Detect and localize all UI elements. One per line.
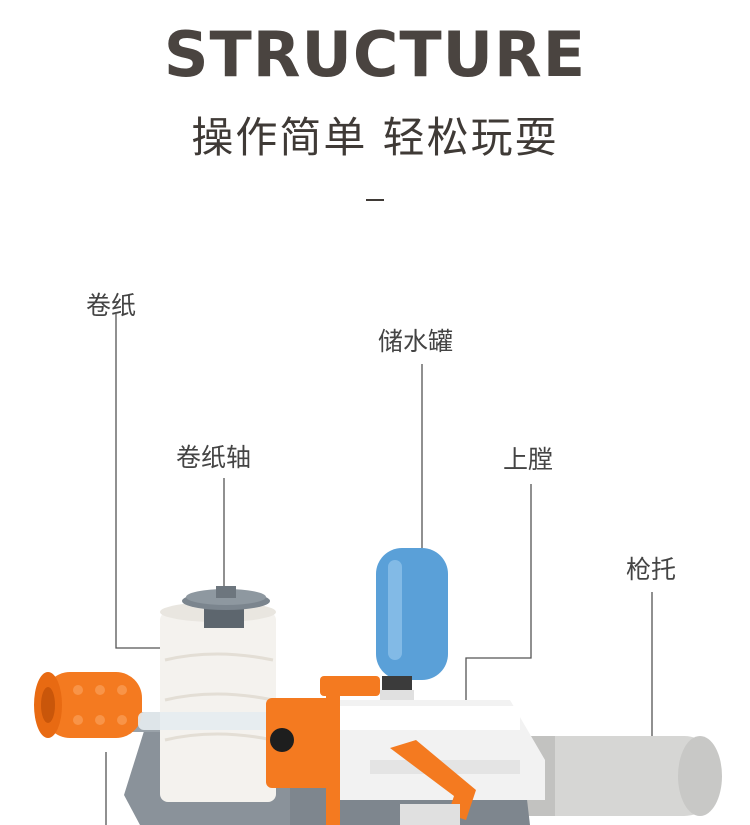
barrel-part [138,712,273,730]
orange-front-block [266,676,380,825]
upper-chamber-part [390,740,476,825]
gun-body [320,700,545,800]
label-paper-axis: 卷纸轴 [176,443,252,472]
page-title: STRUCTURE [163,18,587,91]
label-roll-paper: 卷纸 [86,291,137,320]
page-subtitle: 操作简单 轻松玩耍 [191,113,559,162]
muzzle-part [34,672,142,738]
paper-axis-part [182,586,270,628]
divider-dash [366,199,384,201]
label-water-tank: 储水罐 [378,327,454,356]
stock-part [515,736,722,816]
roll-paper-part [160,602,276,802]
water-tank-part [376,548,448,702]
label-upper-chamber: 上膛 [503,445,554,474]
label-stock: 枪托 [626,555,677,584]
leader-roll-paper [115,312,160,649]
